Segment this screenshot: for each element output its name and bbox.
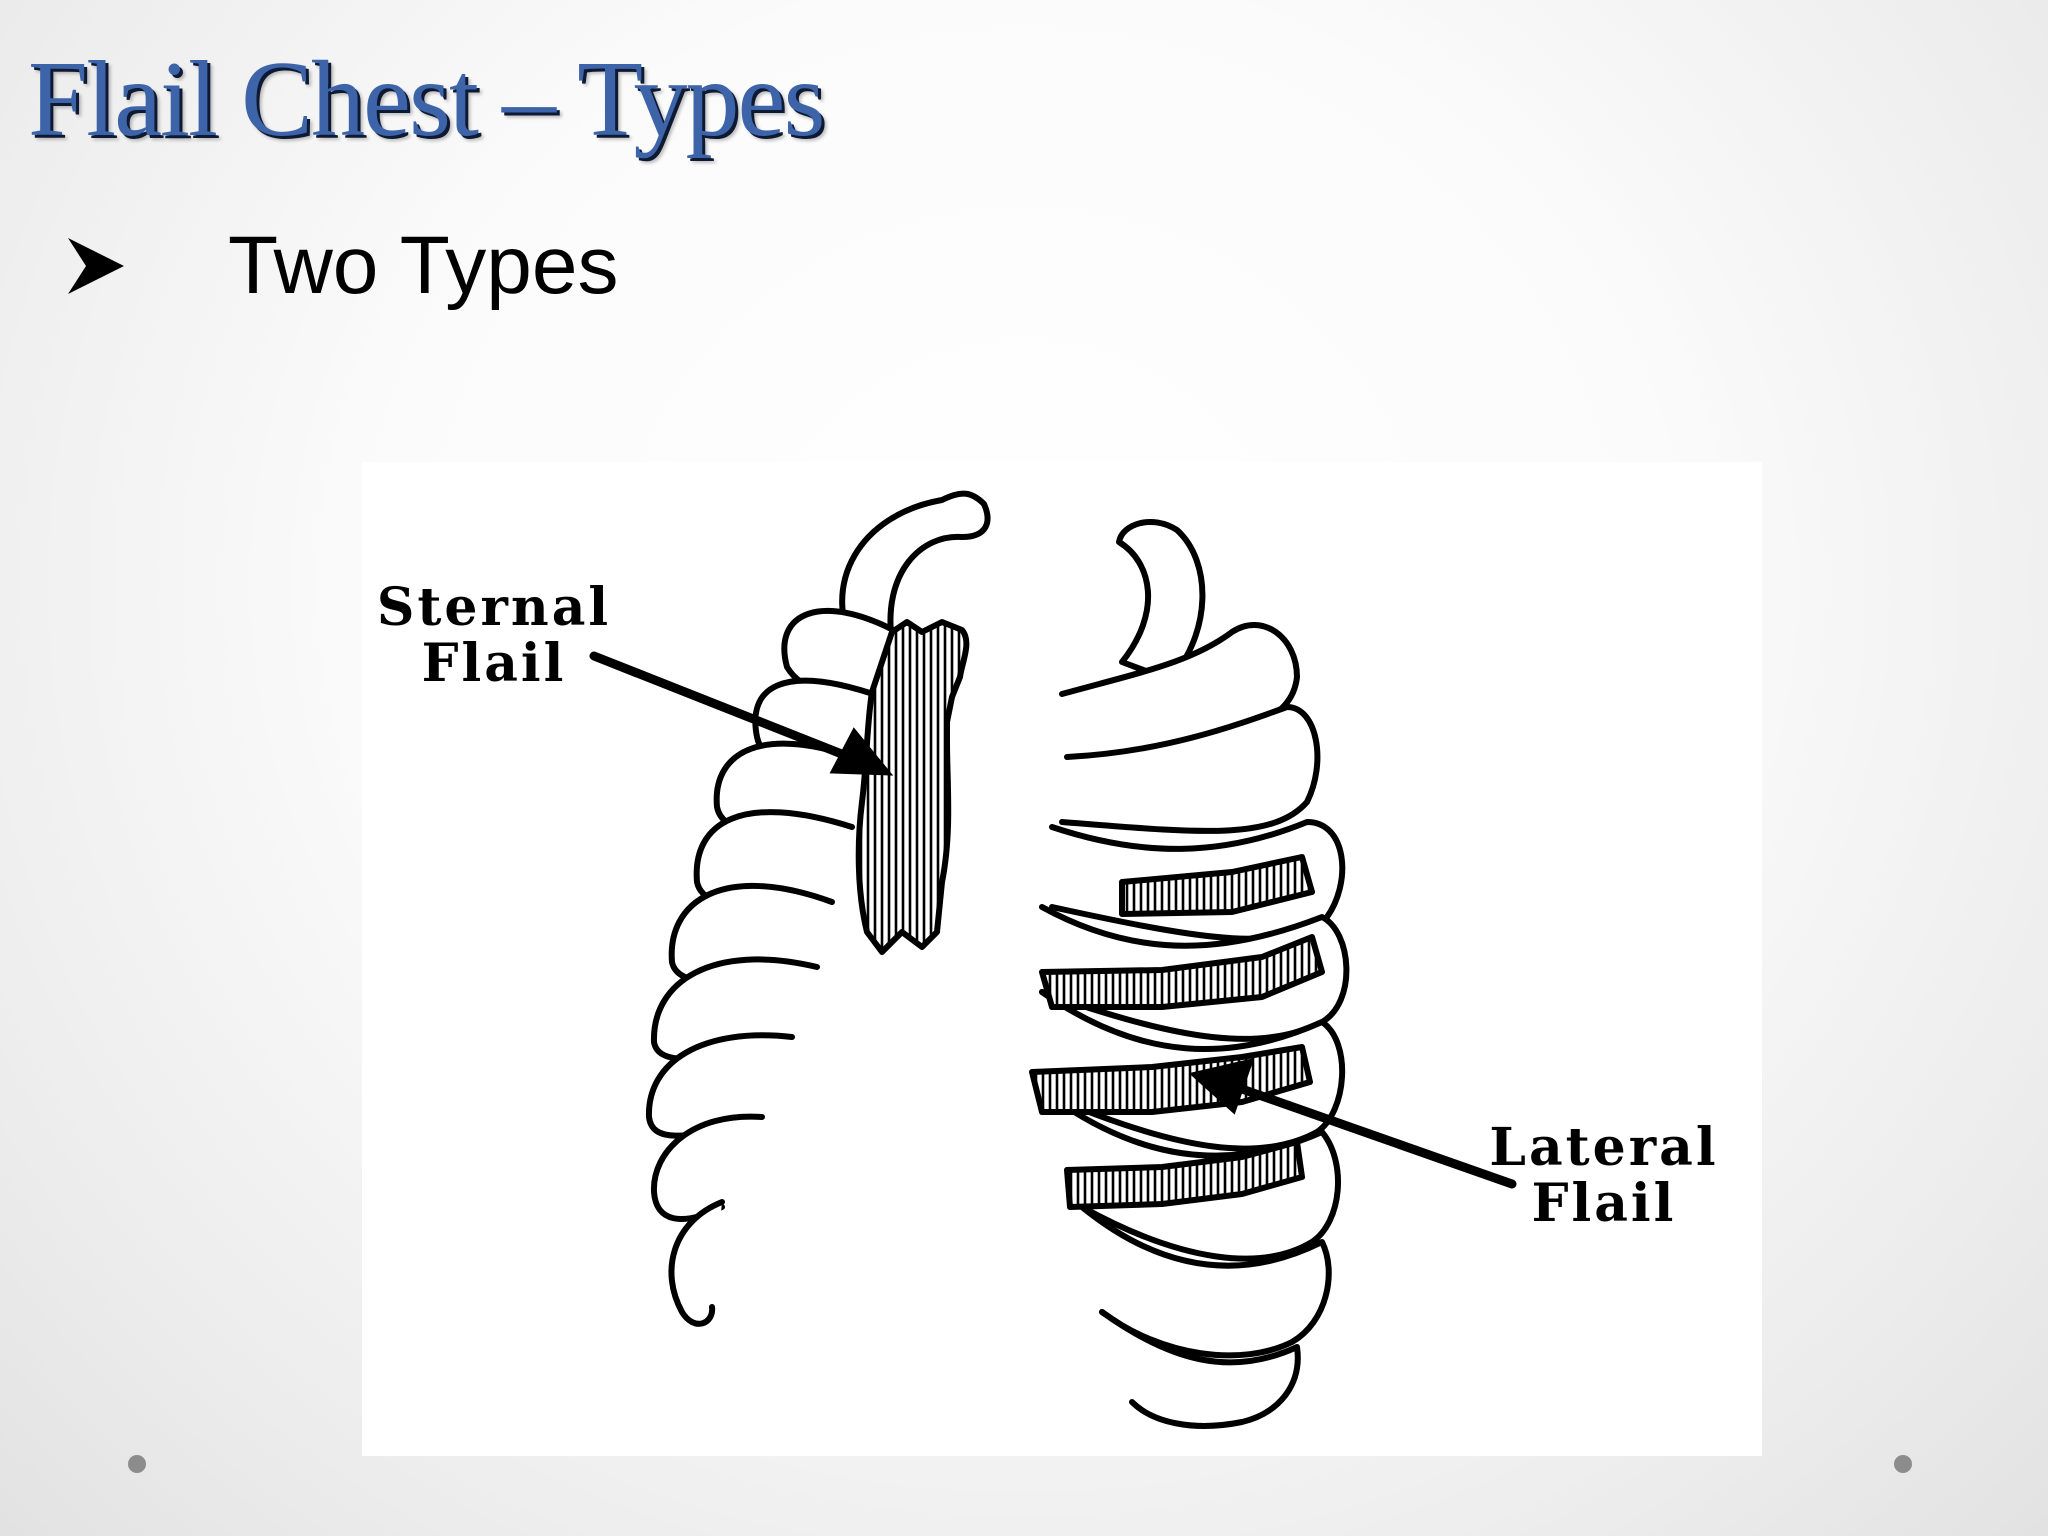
right-clavicle bbox=[1116, 519, 1206, 683]
bullet-text: Two Types bbox=[228, 220, 619, 311]
rib-cage-diagram: Sternal Flail Lateral Flail bbox=[362, 462, 1762, 1456]
sternal-flail-label-line2: Flail bbox=[421, 633, 567, 694]
lateral-flail-label: Lateral Flail bbox=[1484, 1120, 1724, 1232]
lateral-flail-label-line2: Flail bbox=[1531, 1173, 1677, 1234]
lateral-flail-segment bbox=[1039, 934, 1325, 1010]
left-clavicle bbox=[839, 490, 991, 660]
lateral-flail-segment bbox=[1064, 1139, 1305, 1210]
lateral-flail-label-line1: Lateral bbox=[1489, 1117, 1719, 1178]
sternal-flail-label-line1: Sternal bbox=[376, 577, 612, 638]
nav-dot-right bbox=[1894, 1455, 1912, 1473]
nav-dot-left bbox=[128, 1455, 146, 1473]
lateral-flail-segment bbox=[1119, 854, 1315, 917]
sternal-flail-label: Sternal Flail bbox=[374, 580, 614, 692]
slide-title: Flail Chest – Types bbox=[28, 40, 825, 159]
arrowhead-bullet-icon bbox=[68, 238, 124, 294]
rib-cage-drawing bbox=[589, 490, 1517, 1429]
sternum bbox=[855, 619, 970, 955]
bullet-item: Two Types bbox=[64, 225, 618, 307]
